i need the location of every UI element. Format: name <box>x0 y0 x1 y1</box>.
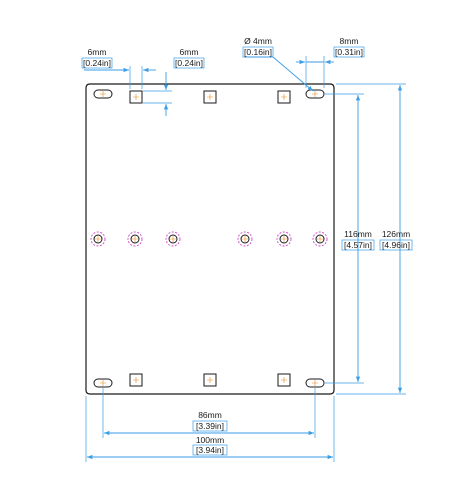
plate-outline <box>85 83 335 395</box>
dimension-overall-height: 126mm [4.96in] <box>336 83 413 395</box>
square-height-metric: 6mm <box>180 47 199 57</box>
dimension-overall-width: 100mm [3.94in] <box>85 396 335 462</box>
slot-bottom-left <box>93 378 113 388</box>
slot-top-right <box>305 89 325 99</box>
overall-width-metric: 100mm <box>196 435 224 445</box>
slot-bottom-right <box>305 378 325 388</box>
dimension-slot-width: 8mm [0.31in] <box>296 36 365 88</box>
mounting-hole-4 <box>237 231 253 247</box>
dimension-square-height: 6mm [0.24in] <box>143 47 205 116</box>
mounting-hole-6 <box>312 231 328 247</box>
hole-diameter-metric: Ø 4mm <box>244 36 272 46</box>
mounting-hole-3 <box>165 231 181 247</box>
square-cutout-top-1 <box>129 90 143 104</box>
square-width-metric: 6mm <box>88 47 107 57</box>
dimension-slot-height-span: 116mm [4.57in] <box>325 93 375 384</box>
overall-width-imperial: [3.94in] <box>196 445 224 455</box>
slot-span-metric: 86mm <box>198 410 222 420</box>
mounting-hole-2 <box>127 231 143 247</box>
square-width-imperial: [0.24in] <box>83 58 111 68</box>
overall-height-metric: 126mm <box>382 229 410 239</box>
mounting-hole-5 <box>276 231 292 247</box>
square-cutout-bottom-3 <box>277 373 291 387</box>
mounting-hole-1 <box>90 231 106 247</box>
square-cutout-bottom-2 <box>203 373 217 387</box>
slot-span-imperial: [3.39in] <box>196 421 224 431</box>
slot-height-imperial: [4.57in] <box>344 240 372 250</box>
square-cutout-top-3 <box>277 90 291 104</box>
square-cutout-top-2 <box>203 90 217 104</box>
square-height-imperial: [0.24in] <box>175 58 203 68</box>
slot-width-imperial: [0.31in] <box>335 47 363 57</box>
slot-height-metric: 116mm <box>344 229 372 239</box>
dimension-slot-span: 86mm [3.39in] <box>102 388 316 438</box>
slot-width-metric: 8mm <box>340 36 359 46</box>
square-cutout-bottom-1 <box>129 373 143 387</box>
overall-height-imperial: [4.96in] <box>382 240 410 250</box>
dimension-hole-diameter: Ø 4mm [0.16in] <box>242 36 314 92</box>
dimension-square-width: 6mm [0.24in] <box>81 47 156 89</box>
slot-top-left <box>93 89 113 99</box>
hole-diameter-imperial: [0.16in] <box>244 47 272 57</box>
